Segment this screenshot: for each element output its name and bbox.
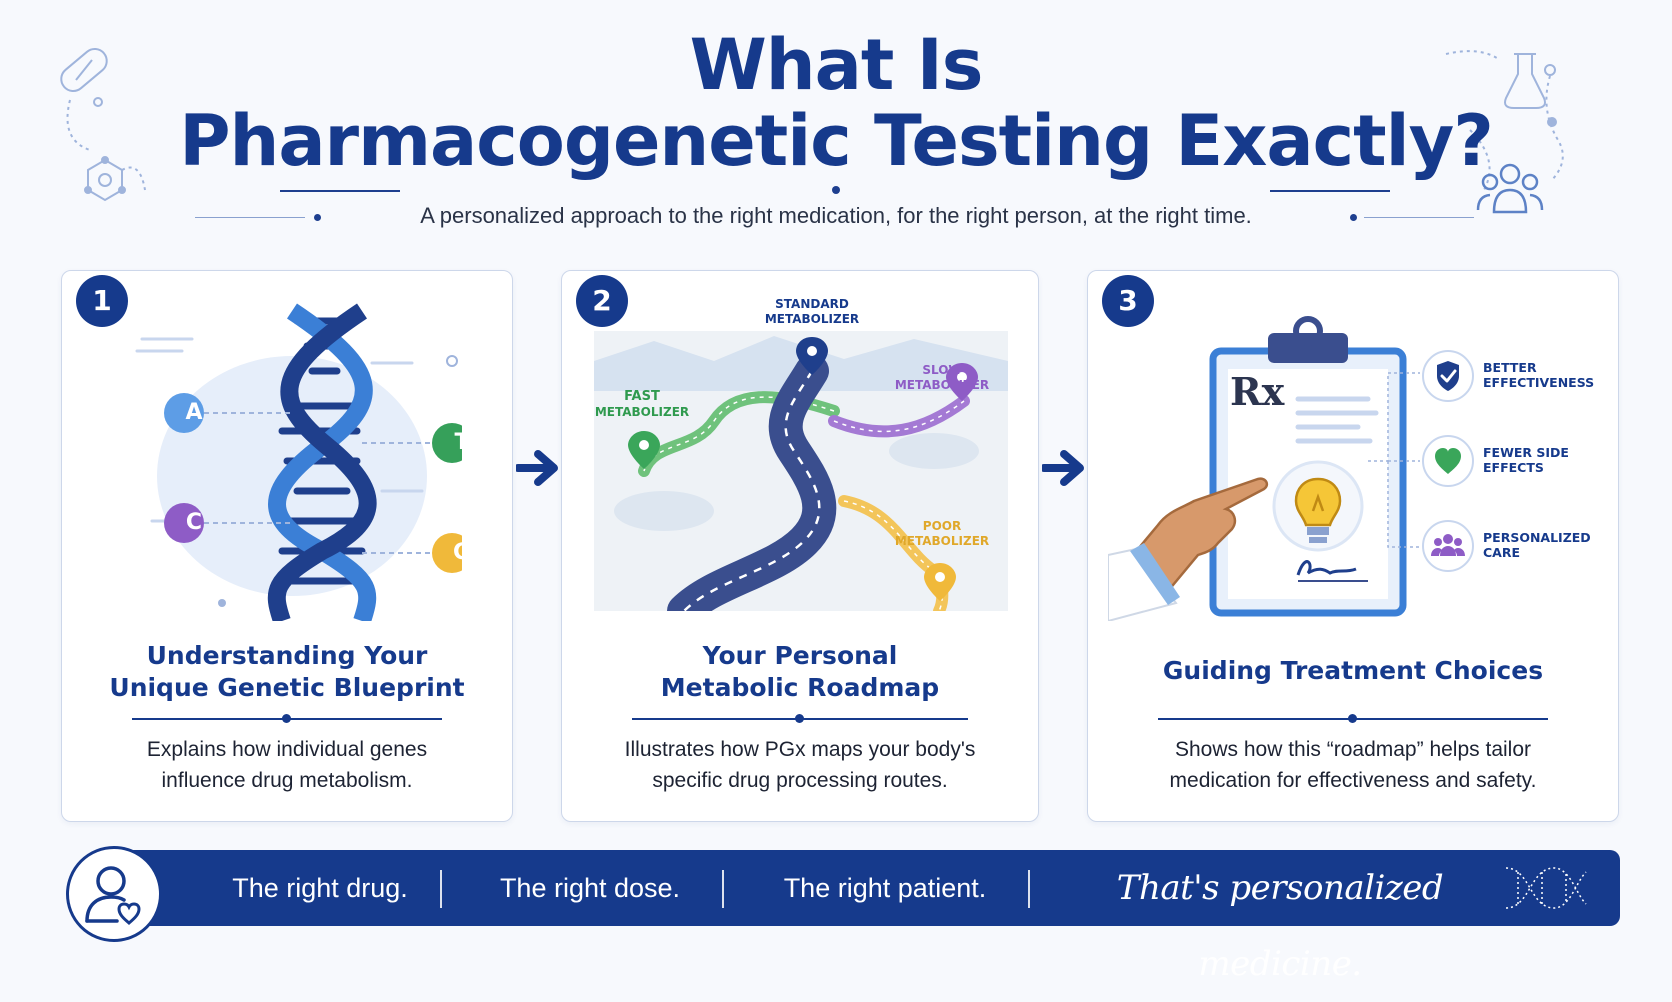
people-icon (1422, 520, 1474, 572)
banner-right-dose: The right dose. (499, 873, 681, 903)
dna-outline-icon (1505, 867, 1587, 909)
banner-right-patient: The right patient. (783, 873, 987, 903)
card-desc-line1: Explains how individual genes (146, 738, 428, 761)
title-underline-left (280, 190, 400, 192)
card-treatment-choices: 3 Rx BETTER (1087, 270, 1619, 822)
card-desc-line2: specific drug processing routes. (652, 769, 948, 792)
card-desc-line2: influence drug metabolism. (161, 769, 413, 792)
benefit-label-line1: BETTER (1483, 360, 1537, 375)
benefit-label-line2: CARE (1483, 545, 1521, 560)
map-label-slow-line2: METABOLIZER (894, 378, 990, 392)
title-underline-right (1270, 190, 1390, 192)
subtitle-dot-left (314, 214, 321, 221)
dna-base-g: G (452, 540, 472, 565)
page-title-line2: Pharmacogenetic Testing Exactly? (179, 100, 1494, 182)
step-number-badge: 1 (76, 275, 128, 327)
subtitle-rule-right (1364, 217, 1474, 218)
benefit-label-line2: EFFECTS (1483, 460, 1544, 475)
heart-icon (1422, 435, 1474, 487)
dna-base-a: A (185, 400, 203, 425)
benefit-label-line1: PERSONALIZED (1483, 530, 1591, 545)
card-desc-line2: medication for effectiveness and safety. (1169, 769, 1537, 792)
map-label-fast-line1: FAST (624, 389, 660, 404)
card-title-line1: Your Personal (702, 641, 898, 670)
banner-separator (440, 870, 442, 908)
clipboard-icon (1108, 316, 1407, 621)
step-number-badge: 3 (1102, 275, 1154, 327)
road-map-icon (594, 331, 1008, 611)
footer-banner (120, 850, 1620, 926)
page-title-line1: What Is (689, 24, 984, 106)
banner-separator (1028, 870, 1030, 908)
banner-tagline: That's personalized medicine. (1116, 868, 1444, 984)
map-label-poor-line1: POOR (922, 519, 962, 533)
benefit-label-line2: EFFECTIVENESS (1483, 375, 1595, 390)
arrow-right-icon (1042, 450, 1084, 486)
card-title-line1: Understanding Your (146, 641, 428, 670)
dna-helix-icon (135, 303, 462, 621)
pill-molecule-decoration (60, 48, 146, 202)
subtitle-rule-left (195, 217, 305, 218)
card-title-line2: Metabolic Roadmap (660, 673, 940, 702)
flask-people-decoration (1445, 50, 1564, 214)
arrow-right-icon (516, 450, 558, 486)
card-title: Guiding Treatment Choices (1162, 656, 1544, 685)
card-metabolic-roadmap: 2 STANDARD METABOLIZER FAST METABOLIZER … (561, 270, 1039, 822)
card-rule-dot (1348, 714, 1357, 723)
title-underline-dot (832, 186, 840, 194)
step-number-badge: 2 (576, 275, 628, 327)
card-desc-line1: Shows how this “roadmap” helps tailor (1175, 738, 1531, 761)
banner-separator (722, 870, 724, 908)
shield-check-icon (1422, 350, 1474, 402)
benefit-connector-lines (1368, 372, 1420, 548)
subtitle: A personalized approach to the right med… (420, 203, 1252, 228)
card-rule-dot (282, 714, 291, 723)
benefit-label-line1: FEWER SIDE (1483, 445, 1569, 460)
map-label-standard-line2: METABOLIZER (764, 312, 860, 326)
card-genetic-blueprint: 1 (61, 270, 513, 822)
patient-heart-icon (85, 866, 141, 925)
card-rule-dot (795, 714, 804, 723)
map-label-fast-line2: METABOLIZER (594, 405, 690, 419)
dna-base-t: T (454, 430, 470, 455)
dna-base-c: C (185, 510, 203, 535)
card-title-line2: Unique Genetic Blueprint (109, 673, 465, 702)
banner-right-drug: The right drug. (232, 873, 408, 903)
subtitle-dot-right (1350, 214, 1357, 221)
rx-symbol: Rx (1230, 369, 1285, 414)
map-label-standard-line1: STANDARD (775, 297, 849, 311)
map-label-poor-line2: METABOLIZER (894, 534, 990, 548)
card-desc-line1: Illustrates how PGx maps your body's (624, 738, 976, 761)
patient-heart-icon-badge (66, 846, 162, 942)
map-label-slow-line1: SLOW (922, 363, 962, 377)
